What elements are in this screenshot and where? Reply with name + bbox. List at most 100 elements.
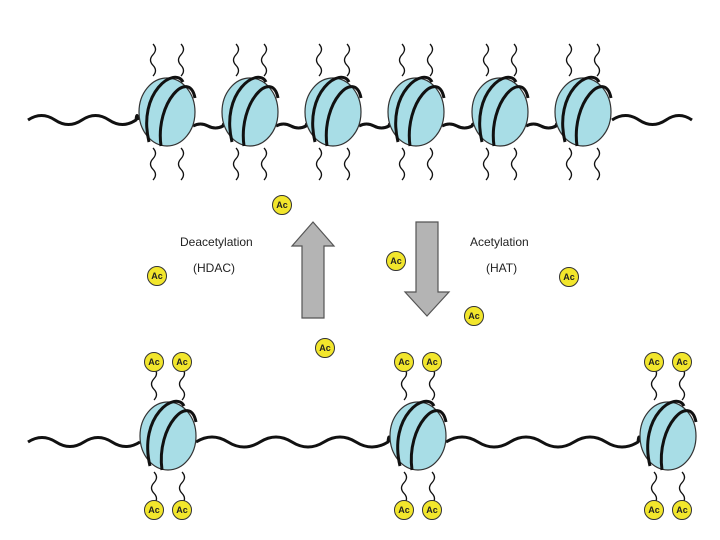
acetyl-label: Ac	[468, 311, 480, 321]
histone-tail	[565, 43, 573, 77]
acetyl-label: Ac	[648, 505, 660, 515]
acetyl-label: Ac	[148, 505, 160, 515]
histone-tail	[232, 147, 240, 181]
nucleosome	[471, 43, 530, 181]
acetyl-label: Ac	[563, 272, 575, 282]
free-acetyl-group: Ac	[559, 267, 579, 287]
acetyl-group: Ac	[172, 500, 192, 520]
nucleosome	[221, 43, 280, 181]
histone-tail	[398, 43, 406, 77]
dna-linker	[275, 122, 309, 130]
acetyl-group: Ac	[644, 352, 664, 372]
histone-tail	[428, 367, 436, 401]
histone-tail	[650, 471, 658, 505]
histone-tail	[398, 147, 406, 181]
acetyl-group: Ac	[672, 500, 692, 520]
histone-tail	[510, 147, 518, 181]
dna-wrap	[241, 85, 280, 147]
acetyl-label: Ac	[426, 357, 438, 367]
free-acetyl-group: Ac	[386, 251, 406, 271]
dna-linker	[195, 435, 392, 449]
acetylation-arrow	[403, 221, 451, 317]
acetyl-label: Ac	[426, 505, 438, 515]
histone-tail	[678, 367, 686, 401]
dna-wrap	[659, 409, 698, 471]
histone-tail	[593, 43, 601, 77]
dna-wrap	[158, 85, 197, 147]
histone-tail	[678, 471, 686, 505]
dna-wrap	[394, 75, 434, 143]
acetyl-group: Ac	[644, 500, 664, 520]
hdac-label: (HDAC)	[193, 261, 235, 275]
nucleosome	[304, 43, 363, 181]
hat-label: (HAT)	[486, 261, 517, 275]
histone-tail	[650, 367, 658, 401]
dna-wrap	[146, 399, 186, 467]
condensed-chromatin-strand	[27, 43, 693, 181]
histone-tail	[482, 43, 490, 77]
acetyl-label: Ac	[390, 256, 402, 266]
dna-wrap	[145, 75, 185, 143]
histone-tail	[260, 147, 268, 181]
histone-tail	[177, 147, 185, 181]
dna-linker	[441, 122, 476, 130]
dna-wrap	[561, 75, 601, 143]
dna-wrap	[396, 399, 436, 467]
free-acetyl-group: Ac	[272, 195, 292, 215]
acetyl-label: Ac	[151, 271, 163, 281]
acetyl-label: Ac	[648, 357, 660, 367]
dna-linker	[445, 435, 642, 449]
acetyl-group: Ac	[172, 352, 192, 372]
histone-tail	[232, 43, 240, 77]
acetyl-label: Ac	[398, 505, 410, 515]
histone-tail	[315, 43, 323, 77]
dna-wrap	[311, 75, 351, 143]
histone-tail	[150, 367, 158, 401]
acetyl-label: Ac	[676, 357, 688, 367]
dna-strand	[27, 436, 141, 448]
histone-tail	[593, 147, 601, 181]
dna-wrap	[407, 85, 446, 147]
acetyl-label: Ac	[176, 357, 188, 367]
dna-linker	[358, 122, 392, 130]
dna-wrap	[409, 409, 448, 471]
acetyl-group: Ac	[144, 352, 164, 372]
histone-tail	[428, 471, 436, 505]
dna-wrap	[491, 85, 530, 147]
acetyl-group: Ac	[144, 500, 164, 520]
nucleosome	[554, 43, 613, 181]
acetyl-group: Ac	[422, 352, 442, 372]
dna-wrap	[228, 75, 268, 143]
deacetylation-arrow	[290, 221, 336, 319]
dna-strand	[27, 114, 140, 126]
acetyl-group: Ac	[394, 352, 414, 372]
nucleosome	[387, 43, 446, 181]
acetylation-label: Acetylation	[470, 235, 529, 249]
acetyl-label: Ac	[276, 200, 288, 210]
deacetylation-label: Deacetylation	[180, 235, 253, 249]
histone-tail	[482, 147, 490, 181]
acetyl-group: Ac	[394, 500, 414, 520]
histone-tail	[178, 367, 186, 401]
histone-tail	[343, 43, 351, 77]
histone-tail	[400, 367, 408, 401]
dna-wrap	[646, 399, 686, 467]
histone-tail	[343, 147, 351, 181]
histone-tail	[260, 43, 268, 77]
histone-tail	[426, 43, 434, 77]
acetyl-group: Ac	[672, 352, 692, 372]
acetyl-label: Ac	[398, 357, 410, 367]
histone-tail	[315, 147, 323, 181]
acetyl-label: Ac	[176, 505, 188, 515]
histone-tail	[149, 43, 157, 77]
free-acetyl-group: Ac	[315, 338, 335, 358]
dna-wrap	[159, 409, 198, 471]
histone-tail	[178, 471, 186, 505]
histone-tail	[149, 147, 157, 181]
